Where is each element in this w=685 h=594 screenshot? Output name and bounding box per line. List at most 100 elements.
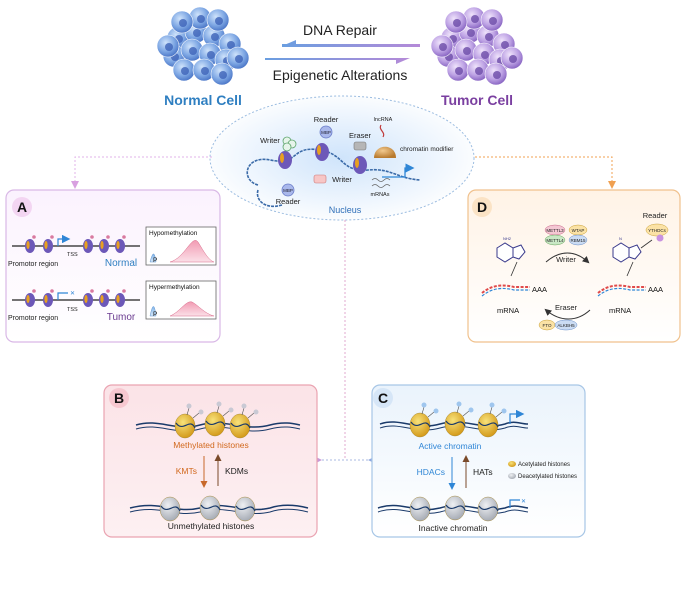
tumor-cell [462, 6, 486, 30]
panel-a-nucleosome [43, 235, 54, 253]
panel-d-aaa-right: AAA [648, 285, 663, 294]
normal-cell [210, 62, 234, 86]
hypomethylation-label: Hypomethylation [149, 230, 198, 237]
panel-b-kmts: KMTs [176, 466, 197, 476]
epigenetic-alterations-label: Epigenetic Alterations [273, 67, 408, 83]
panel-d-wtap: WTAP [572, 228, 585, 233]
methylated-nucleosome [174, 403, 204, 439]
nucleus-reader-top-label: Reader [314, 115, 339, 124]
panel-d-mrna-right: mRNA [609, 306, 631, 315]
nucleus-chromatin-modifier-label: chromatin modifier [400, 146, 454, 153]
eraser-protein-icon [353, 141, 367, 151]
normal-cell [156, 34, 180, 58]
panel-a-nucleosome [115, 289, 126, 307]
panel-a-nucleosome [99, 235, 110, 253]
hypermethylation-big-peak [169, 301, 215, 317]
panel-b-letter: B [114, 390, 124, 406]
panel-d-writer-arrow [545, 252, 590, 264]
nucleus-writer-left-label: Writer [260, 136, 280, 145]
panel-a-letter: A [17, 199, 27, 215]
panel-d-letter: D [477, 199, 487, 215]
dna-repair-arrow-shaft [282, 44, 420, 47]
hypomethylation-small-peak [149, 253, 157, 263]
nucleus-nucleosome [353, 156, 367, 174]
panel-a-normal-label: Normal [105, 258, 137, 269]
legend-acetylated-label: Acetylated histones [518, 462, 570, 468]
normal-cell-label: Normal Cell [164, 92, 242, 108]
panel-a-tumor-tss-arrow [57, 292, 68, 300]
unmethylated-nucleosome [159, 496, 181, 522]
panel-d-mettl4: METTL4 [546, 238, 564, 243]
panel-a-nucleosome [115, 235, 126, 253]
normal-cell [192, 58, 216, 82]
dna-repair-label: DNA Repair [303, 22, 377, 38]
panel-a-nucleosome [83, 235, 94, 253]
panel-d-eraser-label: Eraser [555, 303, 578, 312]
tumor-cell [430, 34, 454, 58]
panel-d-fto: FTO [543, 323, 552, 328]
tumor-cell [484, 62, 508, 86]
connector-lines [71, 156, 616, 463]
panel-b-methylated: Methylated histones [173, 440, 249, 450]
methylated-nucleosome [229, 403, 259, 439]
panel-c-hdacs: HDACs [417, 467, 445, 477]
nucleus-nucleosome [315, 143, 329, 161]
svg-text:NH2: NH2 [503, 236, 512, 241]
writer-mid-protein-icon [313, 174, 327, 184]
panel-b: B Methylated histones KMTs KDMs Unmethyl… [103, 384, 318, 538]
panel-c-inactive-block-mark: ✕ [521, 499, 526, 505]
lncrna-strand [379, 124, 385, 138]
acetylated-nucleosome [477, 402, 507, 438]
panel-a-nucleosome [99, 289, 110, 307]
writer-complex: METTL3 WTAP METTL4 RBM15 [544, 224, 588, 246]
panel-d-ythdc: YTHDCs [648, 228, 666, 233]
panel-a-tumor-block-mark: ✕ [70, 291, 75, 297]
panel-a-tumor-tss: TSS [67, 307, 78, 313]
panel-c-letter: C [378, 390, 388, 406]
tumor-cell [500, 46, 524, 70]
normal-cell-cluster [156, 6, 250, 86]
epigenetic-arrow [265, 58, 410, 64]
methylated-nucleosome [204, 401, 234, 437]
nucleus-eraser-label: Eraser [349, 131, 372, 140]
panel-c: C Active chromatin HDACs HATs Acetylated… [371, 384, 586, 538]
mbp-bottom-protein-icon: MBP [281, 183, 295, 197]
adenine-structure-right: N [612, 236, 642, 277]
unmethylated-nucleosome [199, 495, 221, 521]
panel-d-aaa-left: AAA [532, 285, 547, 294]
nucleus-nucleosome [278, 151, 292, 169]
tumor-cell [466, 58, 490, 82]
tumor-cell [454, 38, 478, 62]
panel-a-normal-promotor: Promotor region [8, 261, 58, 268]
panel-a-nucleosome [25, 235, 36, 253]
legend-deacetylated: Deacetylated histones [508, 473, 577, 480]
normal-cell [206, 8, 230, 32]
panel-a-nucleosome [83, 289, 94, 307]
legend-deacetylated-label: Deacetylated histones [518, 474, 577, 480]
hypermethylation-small-peak [149, 306, 157, 317]
panel-c-active: Active chromatin [419, 441, 482, 451]
svg-text:N: N [619, 236, 622, 241]
panel-c-active-tss-arrow [509, 409, 525, 424]
mrna-right-strand [597, 284, 646, 294]
panel-d-rbm15: RBM15 [570, 238, 586, 243]
chromatin-modifier-icon [374, 146, 396, 158]
panel-c-inactive: Inactive chromatin [419, 523, 488, 533]
nucleus-lncrna-label: lncRNA [374, 117, 393, 123]
tumor-cell [480, 8, 504, 32]
unmethylated-nucleosome [234, 496, 256, 522]
nucleus-writer-mid-label: Writer [332, 175, 352, 184]
panel-b-unmethylated: Unmethylated histones [168, 521, 254, 531]
normal-cell [180, 38, 204, 62]
nucleus-reader-bottom-label: Reader [276, 197, 301, 206]
panel-c-top-dna [379, 421, 529, 427]
deacetylated-nucleosome [409, 496, 431, 522]
hypomethylation-p-label: P [153, 257, 157, 264]
deacetylated-nucleosome [444, 495, 466, 521]
normal-cell [226, 46, 250, 70]
nucleus-mbp-bottom-label: MBP [283, 188, 293, 193]
hypermethylation-label: Hypermethylation [149, 284, 200, 291]
panel-d-mrna-left: mRNA [497, 306, 519, 315]
panel-a-nucleosome [25, 289, 36, 307]
